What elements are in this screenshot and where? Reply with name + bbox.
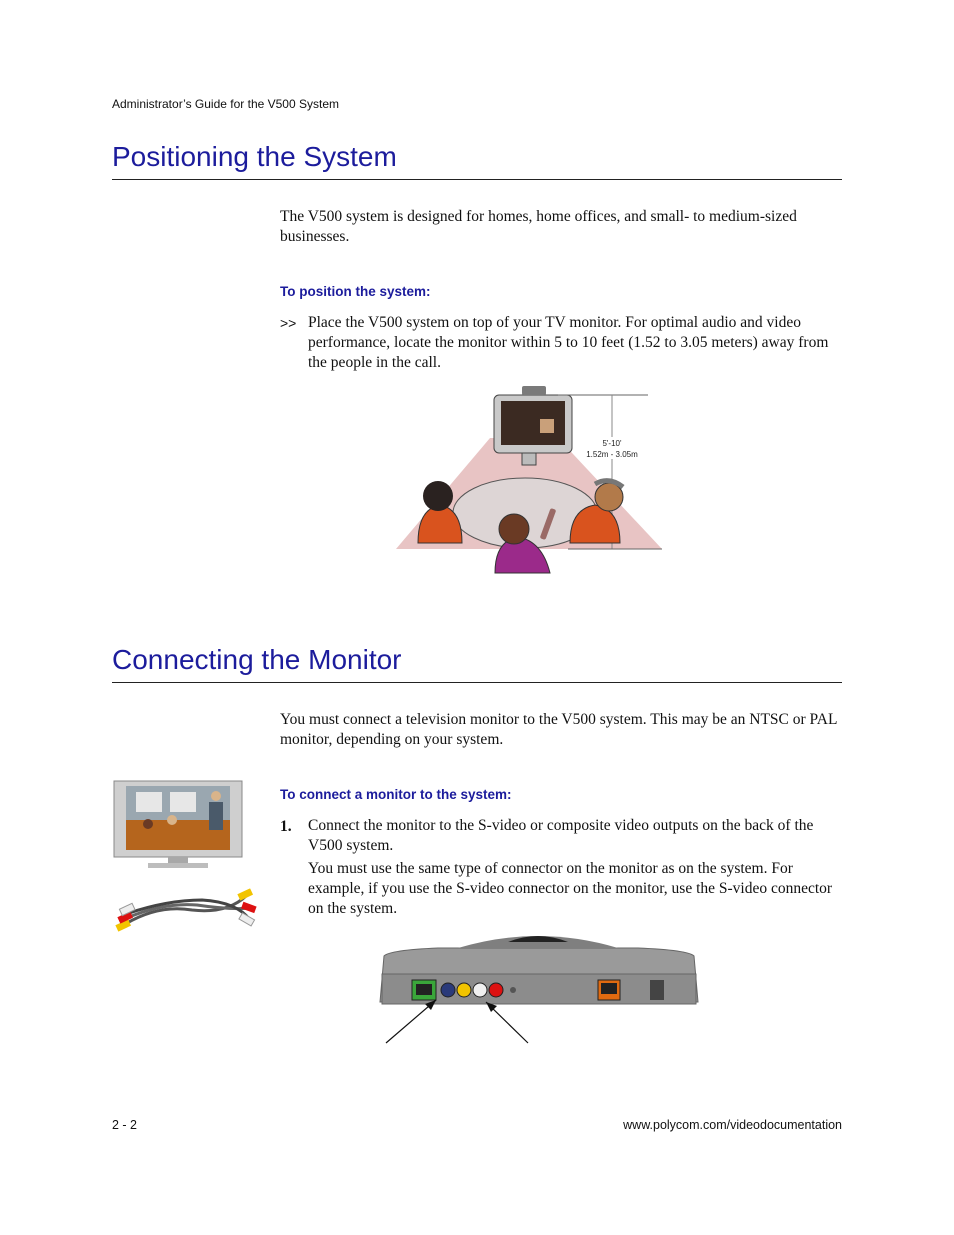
section-title-positioning: Positioning the System [112, 141, 397, 172]
procedure-title-position: To position the system: [280, 284, 431, 299]
connect-step-note: You must use the same type of connector … [308, 860, 833, 917]
bullet-marker: >> [280, 315, 297, 331]
v500-back-panel-illustration [378, 930, 700, 1045]
positioning-intro: The V500 system is designed for homes, h… [280, 208, 797, 245]
running-header: Administrator’s Guide for the V500 Syste… [112, 97, 339, 111]
page-number: 2 - 2 [112, 1118, 138, 1132]
connect-step: Connect the monitor to the S-video or co… [308, 817, 814, 854]
section-rule [112, 682, 842, 683]
distance-feet-label: 5'-10' [602, 439, 622, 448]
connecting-intro: You must connect a television monitor to… [280, 711, 837, 748]
footer-url[interactable]: www.polycom.com/videodocumentation [623, 1118, 842, 1132]
av-cable-image [112, 888, 260, 938]
section-title-connecting: Connecting the Monitor [112, 644, 402, 675]
positioning-step: Place the V500 system on top of your TV … [308, 314, 829, 371]
positioning-illustration: 5'-10' 1.52m - 3.05m [390, 383, 670, 578]
section-rule [112, 179, 842, 180]
distance-meters-label: 1.52m - 3.05m [586, 450, 638, 459]
step-number: 1. [280, 818, 292, 835]
monitor-image [112, 780, 244, 870]
procedure-title-connect: To connect a monitor to the system: [280, 787, 512, 802]
